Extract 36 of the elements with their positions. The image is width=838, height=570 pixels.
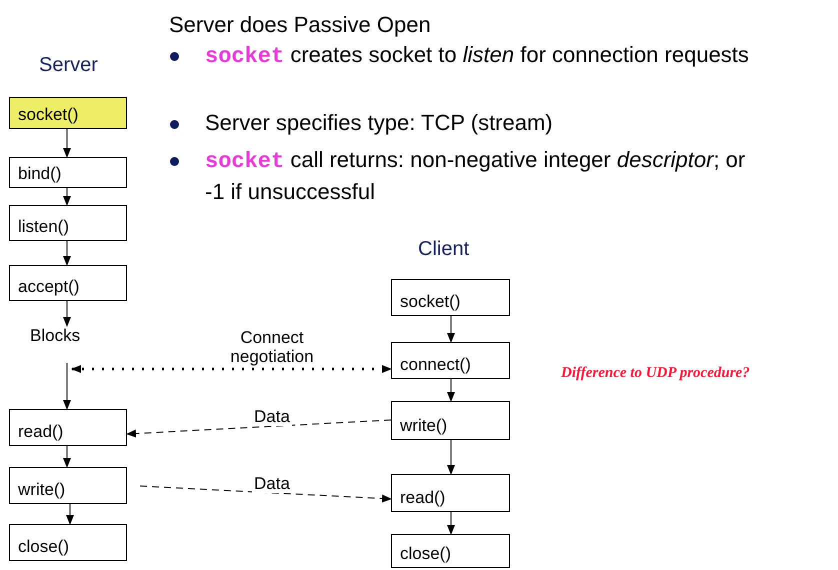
arrow: [126, 420, 392, 438]
arrow: [63, 188, 71, 206]
bullet-text: Server specifies type: TCP (stream): [205, 109, 554, 137]
arrow: [140, 486, 392, 503]
column-heading: Client: [418, 238, 470, 261]
arrow: [71, 365, 392, 373]
edge-label: Data: [252, 474, 292, 493]
function-box: close(): [9, 524, 127, 561]
function-box: write(): [391, 401, 510, 440]
arrow: [63, 446, 71, 468]
function-box: socket(): [9, 97, 127, 129]
column-heading: Server: [39, 54, 98, 77]
function-box: listen(): [9, 205, 127, 241]
arrow: [447, 440, 455, 475]
function-box: connect(): [391, 342, 510, 379]
function-box: accept(): [9, 265, 127, 301]
function-box: read(): [9, 409, 127, 446]
function-box: bind(): [9, 157, 127, 188]
arrow: [66, 504, 74, 525]
arrow: [63, 362, 71, 410]
function-box: socket(): [391, 279, 510, 316]
arrow: [447, 512, 455, 535]
edge-label: Data: [252, 407, 292, 426]
arrow: [63, 128, 71, 158]
bullet-text: socket creates socket to listen for connection requests: [205, 41, 750, 71]
bullet-text: socket call returns: non-negative integer descriptor; or -1 if unsuccessful: [205, 146, 746, 206]
arrow: [63, 300, 71, 327]
function-box: read(): [391, 474, 510, 512]
state-text: Blocks: [30, 326, 110, 348]
note: Difference to UDP procedure?: [561, 365, 750, 382]
function-box: close(): [391, 534, 510, 568]
arrow: [447, 316, 455, 343]
heading: Server does Passive Open: [169, 12, 431, 38]
arrow: [447, 378, 455, 402]
function-box: write(): [9, 467, 127, 504]
arrow: [63, 240, 71, 266]
